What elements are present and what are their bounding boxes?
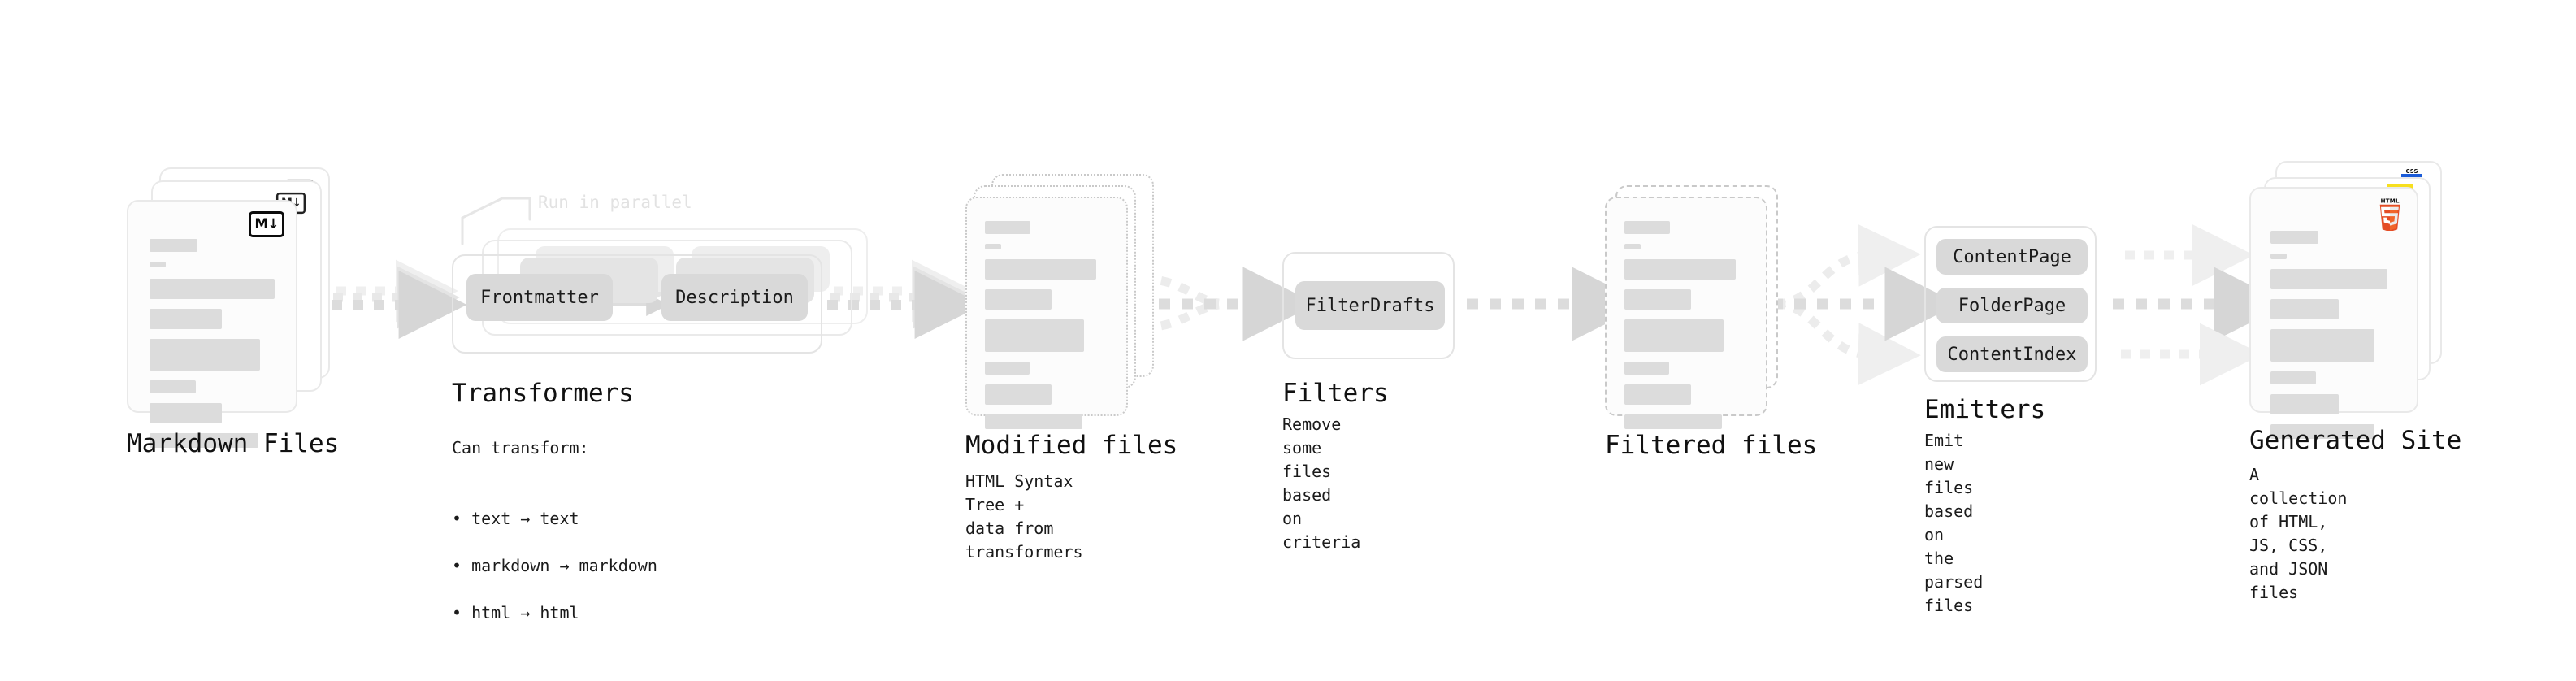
stage-title-filtered-files: Filtered files xyxy=(1605,431,1818,460)
filters-box: FilterDrafts xyxy=(1282,252,1455,359)
chip-description[interactable]: Description xyxy=(661,274,808,321)
transformer-box-front: Frontmatter Description xyxy=(452,254,822,354)
html5-icon: HTML xyxy=(2376,197,2404,232)
site-card-front: HTML xyxy=(2249,187,2418,439)
arrow-modified-to-filters xyxy=(1136,267,1317,341)
arrow-filtered-to-emitters xyxy=(1772,223,1959,386)
transform-item-markdown: • markdown → markdown xyxy=(452,556,657,575)
svg-text:HTML: HTML xyxy=(2381,198,2400,205)
chip-filterdrafts[interactable]: FilterDrafts xyxy=(1295,281,1445,330)
emitters-caption: Emit new files based on the parsed files xyxy=(1924,431,1984,615)
stage-title-transformers: Transformers xyxy=(452,379,634,408)
skeleton-bars xyxy=(1624,221,1748,439)
chip-contentindex[interactable]: ContentIndex xyxy=(1936,336,2088,372)
css-badge-label: CSS xyxy=(2405,168,2418,175)
chip-contentpage[interactable]: ContentPage xyxy=(1936,239,2088,275)
modified-card-front xyxy=(965,197,1128,429)
filters-caption: Remove some files based on criteria xyxy=(1282,414,1361,552)
skeleton-bars xyxy=(150,239,275,458)
chip-frontmatter[interactable]: Frontmatter xyxy=(466,274,613,321)
modified-files-caption: HTML Syntax Tree + data from transformer… xyxy=(965,471,1083,562)
transform-list: • text → text • markdown → markdown • ht… xyxy=(452,484,657,648)
arrow-emitters-to-site xyxy=(2113,223,2288,386)
emitters-box: ContentPage FolderPage ContentIndex xyxy=(1924,226,2097,382)
run-in-parallel-label: Run in parallel xyxy=(538,193,692,212)
transform-item-html: • html → html xyxy=(452,603,579,622)
skeleton-bars xyxy=(2270,231,2397,449)
stage-title-markdown-files: Markdown Files xyxy=(127,429,340,458)
stage-title-modified-files: Modified files xyxy=(965,431,1178,460)
generated-site-caption: A collection of HTML, JS, CSS, and JSON … xyxy=(2249,465,2348,602)
transform-item-text: • text → text xyxy=(452,509,579,528)
stage-title-filters: Filters xyxy=(1282,379,1389,408)
css-badge: CSS xyxy=(2401,169,2422,179)
markdown-badge-front: M↓ xyxy=(249,211,284,237)
caption-head: Can transform: xyxy=(452,438,589,458)
chip-folderpage[interactable]: FolderPage xyxy=(1936,288,2088,323)
filtered-card-front xyxy=(1605,197,1767,429)
transformers-caption: Can transform: • text → text • markdown … xyxy=(452,413,657,672)
markdown-card-front: M↓ xyxy=(127,200,297,448)
skeleton-bars xyxy=(985,221,1108,439)
stage-title-generated-site: Generated Site xyxy=(2249,426,2462,455)
css-badge-underline xyxy=(2401,174,2422,177)
stage-title-emitters: Emitters xyxy=(1924,395,2046,424)
